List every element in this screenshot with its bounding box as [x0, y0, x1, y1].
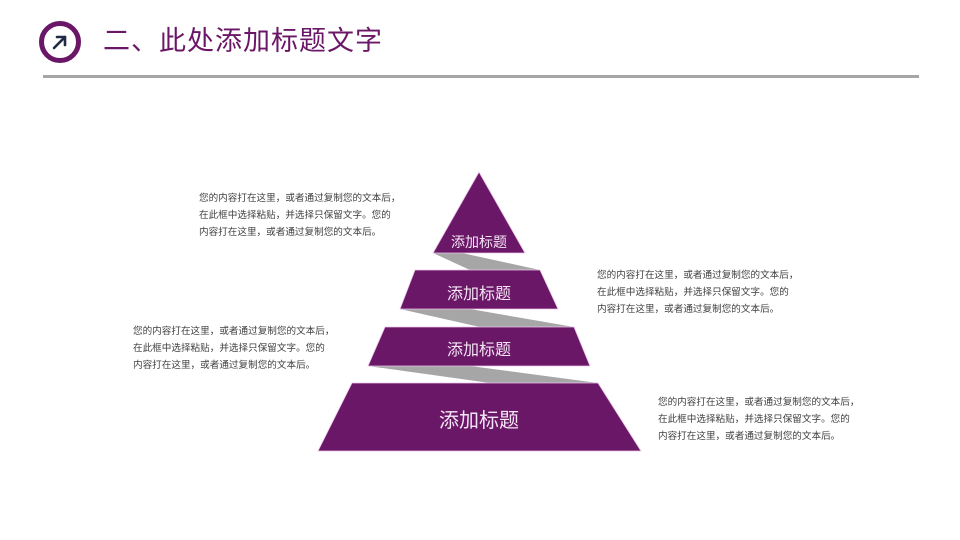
tier-3-label: 添加标题 [446, 340, 512, 359]
connector-1-2 [433, 253, 540, 270]
description-line: 您的内容打在这里，或者通过复制您的文本后， [658, 397, 860, 408]
arrow-glyph [52, 35, 67, 50]
connector-2-3 [400, 309, 574, 327]
description-line: 内容打在这里，或者通过复制您的文本后。 [597, 304, 780, 315]
description-tier-3: 您的内容打在这里，或者通过复制您的文本后， 在此框中选择粘贴，并选择只保留文字。… [133, 323, 334, 374]
tier-4-shape[interactable] [317, 382, 642, 452]
title-divider [43, 75, 919, 78]
description-line: 内容打在这里，或者通过复制您的文本后。 [658, 431, 841, 442]
description-line: 在此框中选择粘贴，并选择只保留文字。您的 [133, 343, 325, 354]
tier-3-shape[interactable] [367, 326, 591, 367]
tier-1-shape[interactable] [432, 171, 526, 254]
description-line: 在此框中选择粘贴，并选择只保留文字。您的 [597, 287, 789, 298]
description-tier-1: 您的内容打在这里，或者通过复制您的文本后， 在此框中选择粘贴，并选择只保留文字。… [199, 190, 400, 241]
tier-1-label: 添加标题 [451, 235, 507, 251]
tier-2-shape[interactable] [399, 269, 559, 310]
tier-2-label: 添加标题 [446, 284, 512, 303]
description-line: 在此框中选择粘贴，并选择只保留文字。您的 [658, 414, 850, 425]
arrow-up-right-icon [39, 21, 81, 63]
description-tier-2: 您的内容打在这里，或者通过复制您的文本后， 在此框中选择粘贴，并选择只保留文字。… [597, 267, 798, 318]
connector-3-4 [368, 366, 598, 383]
page-title: 二、此处添加标题文字 [103, 26, 383, 57]
description-line: 您的内容打在这里，或者通过复制您的文本后， [199, 193, 401, 204]
tier-4-label: 添加标题 [439, 408, 519, 432]
description-line: 您的内容打在这里，或者通过复制您的文本后， [133, 326, 335, 337]
description-line: 内容打在这里，或者通过复制您的文本后。 [199, 227, 382, 238]
description-line: 在此框中选择粘贴，并选择只保留文字。您的 [199, 210, 391, 221]
description-line: 内容打在这里，或者通过复制您的文本后。 [133, 360, 316, 371]
description-line: 您的内容打在这里，或者通过复制您的文本后， [597, 270, 799, 281]
description-tier-4: 您的内容打在这里，或者通过复制您的文本后， 在此框中选择粘贴，并选择只保留文字。… [658, 394, 859, 445]
